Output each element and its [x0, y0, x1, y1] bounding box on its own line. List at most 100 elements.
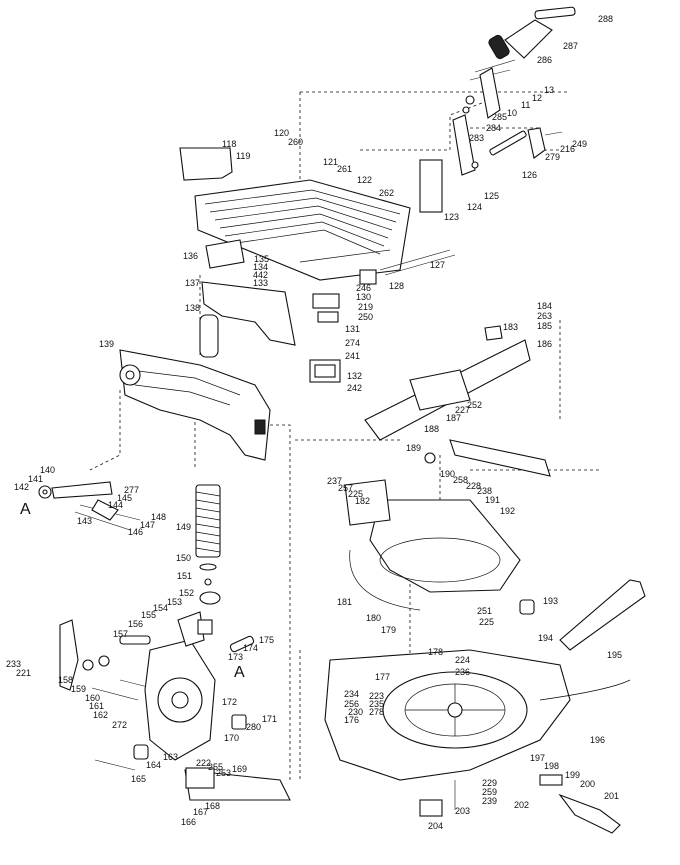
part-label-p151: 151: [177, 571, 192, 581]
part-label-p195: 195: [607, 650, 622, 660]
part-label-p252: 252: [467, 400, 482, 410]
part-label-p284: 284: [486, 123, 501, 133]
part-label-p233: 233: [6, 659, 21, 669]
part-label-p165: 165: [131, 774, 146, 784]
part-label-p272: 272: [112, 720, 127, 730]
part-label-p163: 163: [163, 752, 178, 762]
part-label-p142: 142: [14, 482, 29, 492]
knob-assembly: [452, 6, 576, 176]
part-label-p236: 236: [455, 667, 470, 677]
part-label-p181: 181: [337, 597, 352, 607]
part-label-p228: 228: [466, 481, 481, 491]
part-label-p189: 189: [406, 443, 421, 453]
part-label-p199: 199: [565, 770, 580, 780]
part-label-p250: 250: [358, 312, 373, 322]
part-label-p160: 160: [85, 693, 100, 703]
part-label-p158: 158: [58, 675, 73, 685]
part-label-p222: 222: [196, 758, 211, 768]
part-label-p216: 216: [560, 144, 575, 154]
part-label-p185: 185: [537, 321, 552, 331]
part-label-p194: 194: [538, 633, 553, 643]
table-top: [179, 147, 456, 285]
motor-housing: [119, 349, 271, 461]
part-label-p190: 190: [440, 469, 455, 479]
part-label-p124: 124: [467, 202, 482, 212]
part-label-p200: 200: [580, 779, 595, 789]
part-label-p130: 130: [356, 292, 371, 302]
part-label-p156: 156: [128, 619, 143, 629]
pivot-assembly: [59, 611, 291, 801]
base: [324, 579, 646, 834]
part-label-p167: 167: [193, 807, 208, 817]
part-label-p175: 175: [259, 635, 274, 645]
part-label-p229: 229: [482, 778, 497, 788]
part-label-p242: 242: [347, 383, 362, 393]
part-label-p162: 162: [93, 710, 108, 720]
part-label-p139: 139: [99, 339, 114, 349]
part-label-p152: 152: [179, 588, 194, 598]
part-label-p285: 285: [492, 112, 507, 122]
part-label-p186: 186: [537, 339, 552, 349]
part-label-p221: 221: [16, 668, 31, 678]
part-label-p262: 262: [379, 188, 394, 198]
blade-guard-parts: [199, 239, 341, 383]
part-label-p143: 143: [77, 516, 92, 526]
part-label-p144: 144: [108, 500, 123, 510]
part-label-p172: 172: [222, 697, 237, 707]
part-label-p155: 155: [141, 610, 156, 620]
part-label-p127: 127: [430, 260, 445, 270]
part-label-p257: 257: [338, 483, 353, 493]
part-label-p133: 133: [253, 278, 268, 288]
part-label-p239: 239: [482, 796, 497, 806]
part-label-p159: 159: [71, 684, 86, 694]
part-label-p278: 278: [369, 707, 384, 717]
part-label-p204: 204: [428, 821, 443, 831]
part-label-p123: 123: [444, 212, 459, 222]
part-label-p287: 287: [563, 41, 578, 51]
part-label-p286: 286: [537, 55, 552, 65]
part-label-p259: 259: [482, 787, 497, 797]
part-label-p280: 280: [246, 722, 261, 732]
part-label-p235: 235: [369, 699, 384, 709]
part-label-p176: 176: [344, 715, 359, 725]
callout-letters: AA: [20, 501, 245, 681]
part-label-p177: 177: [375, 672, 390, 682]
part-label-p274: 274: [345, 338, 360, 348]
part-number-labels: 2882872861312111028528428321624927912612…: [6, 14, 622, 831]
part-label-p283: 283: [469, 133, 484, 143]
part-label-p288: 288: [598, 14, 613, 24]
part-label-p260: 260: [288, 137, 303, 147]
part-label-p147: 147: [140, 520, 155, 530]
part-label-p13: 13: [544, 85, 554, 95]
part-label-p125: 125: [484, 191, 499, 201]
part-label-p202: 202: [514, 800, 529, 810]
fence-parts: [364, 325, 551, 477]
part-label-p170: 170: [224, 733, 239, 743]
part-label-p188: 188: [424, 424, 439, 434]
part-label-p241: 241: [345, 351, 360, 361]
part-label-p197: 197: [530, 753, 545, 763]
part-label-p261: 261: [337, 164, 352, 174]
part-label-p246: 246: [356, 283, 371, 293]
part-label-p201: 201: [604, 791, 619, 801]
part-label-p140: 140: [40, 465, 55, 475]
part-label-p126: 126: [522, 170, 537, 180]
part-label-p277: 277: [124, 485, 139, 495]
part-label-p225: 225: [348, 489, 363, 499]
lock-parts: [38, 481, 141, 531]
part-label-p136: 136: [183, 251, 198, 261]
part-label-p219: 219: [358, 302, 373, 312]
part-label-p196: 196: [590, 735, 605, 745]
part-label-p191: 191: [485, 495, 500, 505]
part-label-p132: 132: [347, 371, 362, 381]
part-label-p150: 150: [176, 553, 191, 563]
part-label-p138: 138: [185, 303, 200, 313]
part-label-p238: 238: [477, 486, 492, 496]
part-label-p234: 234: [344, 689, 359, 699]
part-label-p137: 137: [185, 278, 200, 288]
part-label-p128: 128: [389, 281, 404, 291]
part-label-p141: 141: [28, 474, 43, 484]
part-label-p157: 157: [113, 629, 128, 639]
part-label-p169: 169: [232, 764, 247, 774]
